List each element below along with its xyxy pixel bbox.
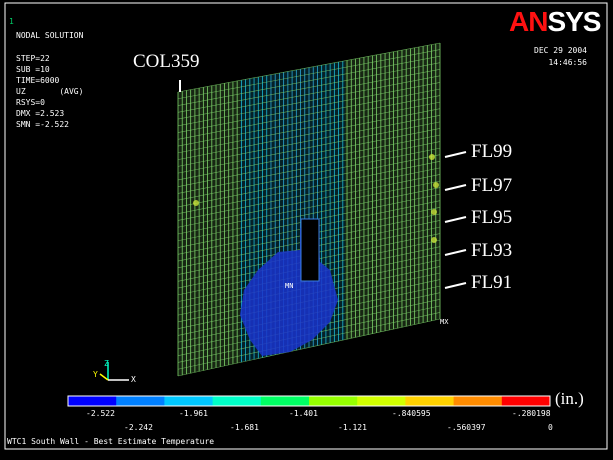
solution-substep: SUB =10 — [16, 65, 50, 74]
legend-tick: -1.961 — [179, 409, 208, 418]
ansys-logo: ANSYS — [509, 6, 601, 37]
mesh-floor-line — [177, 187, 441, 242]
max-marker: MX — [440, 318, 449, 326]
floor-label-fl93: FL93 — [471, 240, 513, 261]
plot-title: NODAL SOLUTION — [16, 31, 84, 40]
legend-color-segment — [260, 396, 310, 406]
legend-tick: -1.681 — [230, 423, 259, 432]
legend-tick: -2.242 — [124, 423, 153, 432]
floor-label-fl91: FL91 — [471, 272, 513, 293]
mesh-floor-line — [177, 154, 441, 208]
mesh-floor-line — [177, 108, 441, 160]
mesh-floor-line — [177, 114, 441, 167]
peak-highlight — [433, 182, 439, 188]
mesh-floor-line — [177, 49, 441, 100]
mesh-floor-line — [177, 95, 441, 147]
mesh-floor-line — [177, 82, 441, 133]
triad-y-axis — [99, 373, 109, 381]
min-marker: MN — [285, 282, 294, 290]
peak-highlight — [431, 237, 437, 243]
floor-leader-line — [444, 151, 467, 158]
wall-mesh — [177, 42, 441, 377]
floor-label-fl99: FL99 — [471, 141, 513, 162]
mesh-floor-line — [177, 88, 441, 140]
plot-caption: WTC1 South Wall - Best Estimate Temperat… — [7, 437, 215, 446]
mesh-floor-line — [177, 55, 441, 106]
floor-leader-line — [444, 184, 467, 191]
legend-color-segment — [501, 396, 551, 406]
legend-color-segment — [309, 396, 358, 406]
legend-tick: -1.121 — [338, 423, 367, 432]
legend-tick: -.840595 — [392, 409, 431, 418]
legend-tick: -2.522 — [86, 409, 115, 418]
mesh-floor-line — [177, 167, 441, 221]
mesh-floor-line — [177, 134, 441, 187]
legend-color-segment — [68, 396, 117, 406]
wall-opening-outline — [300, 218, 320, 282]
floor-leader-line — [444, 282, 467, 289]
mesh-floor-line — [177, 68, 441, 120]
peak-highlight — [429, 154, 435, 160]
peak-highlight — [193, 200, 199, 206]
legend-color-segment — [357, 396, 406, 406]
solution-info: STEP=22 SUB =10 TIME=6000 UZ (AVG) RSYS=… — [16, 53, 83, 130]
mesh-floor-line — [177, 62, 441, 113]
mesh-floor-line — [177, 121, 441, 174]
mesh-floor-line — [177, 101, 441, 154]
legend-tick: 0 — [548, 423, 553, 432]
solution-time: TIME=6000 — [16, 76, 60, 85]
legend-color-bar — [67, 395, 551, 407]
legend-color-segment — [453, 396, 503, 406]
legend-color-segment — [164, 396, 214, 406]
mesh-color-band — [345, 43, 440, 340]
triad-y-label: Y — [93, 370, 98, 379]
legend-tick: -.280198 — [512, 409, 551, 418]
solution-smn: SMN =-2.522 — [16, 120, 69, 129]
solution-step: STEP=22 — [16, 54, 50, 63]
floor-label-fl97: FL97 — [471, 175, 513, 196]
legend-tick: -.560397 — [447, 423, 486, 432]
mesh-floor-line — [177, 128, 441, 181]
wall-opening — [301, 219, 319, 281]
mesh-floor-line — [177, 147, 441, 201]
mesh-floor-line — [177, 42, 441, 93]
mesh-floor-line — [177, 160, 441, 215]
plot-time: 14:46:56 — [548, 58, 587, 67]
solution-dmx: DMX =2.523 — [16, 109, 65, 118]
legend-tick: -1.401 — [289, 409, 318, 418]
mesh-floor-line — [177, 75, 441, 127]
solution-result-item: UZ (AVG) — [16, 87, 84, 96]
legend-color-segment — [405, 396, 455, 406]
triad-x-label: X — [131, 375, 136, 384]
mesh-floor-line — [177, 141, 441, 194]
legend-color-segment — [116, 396, 165, 406]
mesh-floor-line — [177, 318, 441, 377]
legend-color-segment — [212, 396, 262, 406]
triad-z-label: Z — [104, 359, 109, 368]
solution-rsys: RSYS=0 — [16, 98, 45, 107]
legend-units: (in.) — [555, 389, 584, 408]
window-number: 1 — [9, 17, 14, 26]
plot-date: DEC 29 2004 — [534, 46, 587, 55]
floor-leader-line — [444, 249, 467, 256]
mesh-floor-line — [177, 180, 441, 235]
floor-leader-line — [444, 216, 467, 223]
mesh-floor-line — [177, 174, 441, 228]
column-label: COL359 — [133, 51, 200, 72]
floor-label-fl95: FL95 — [471, 207, 513, 228]
peak-highlight — [431, 209, 437, 215]
